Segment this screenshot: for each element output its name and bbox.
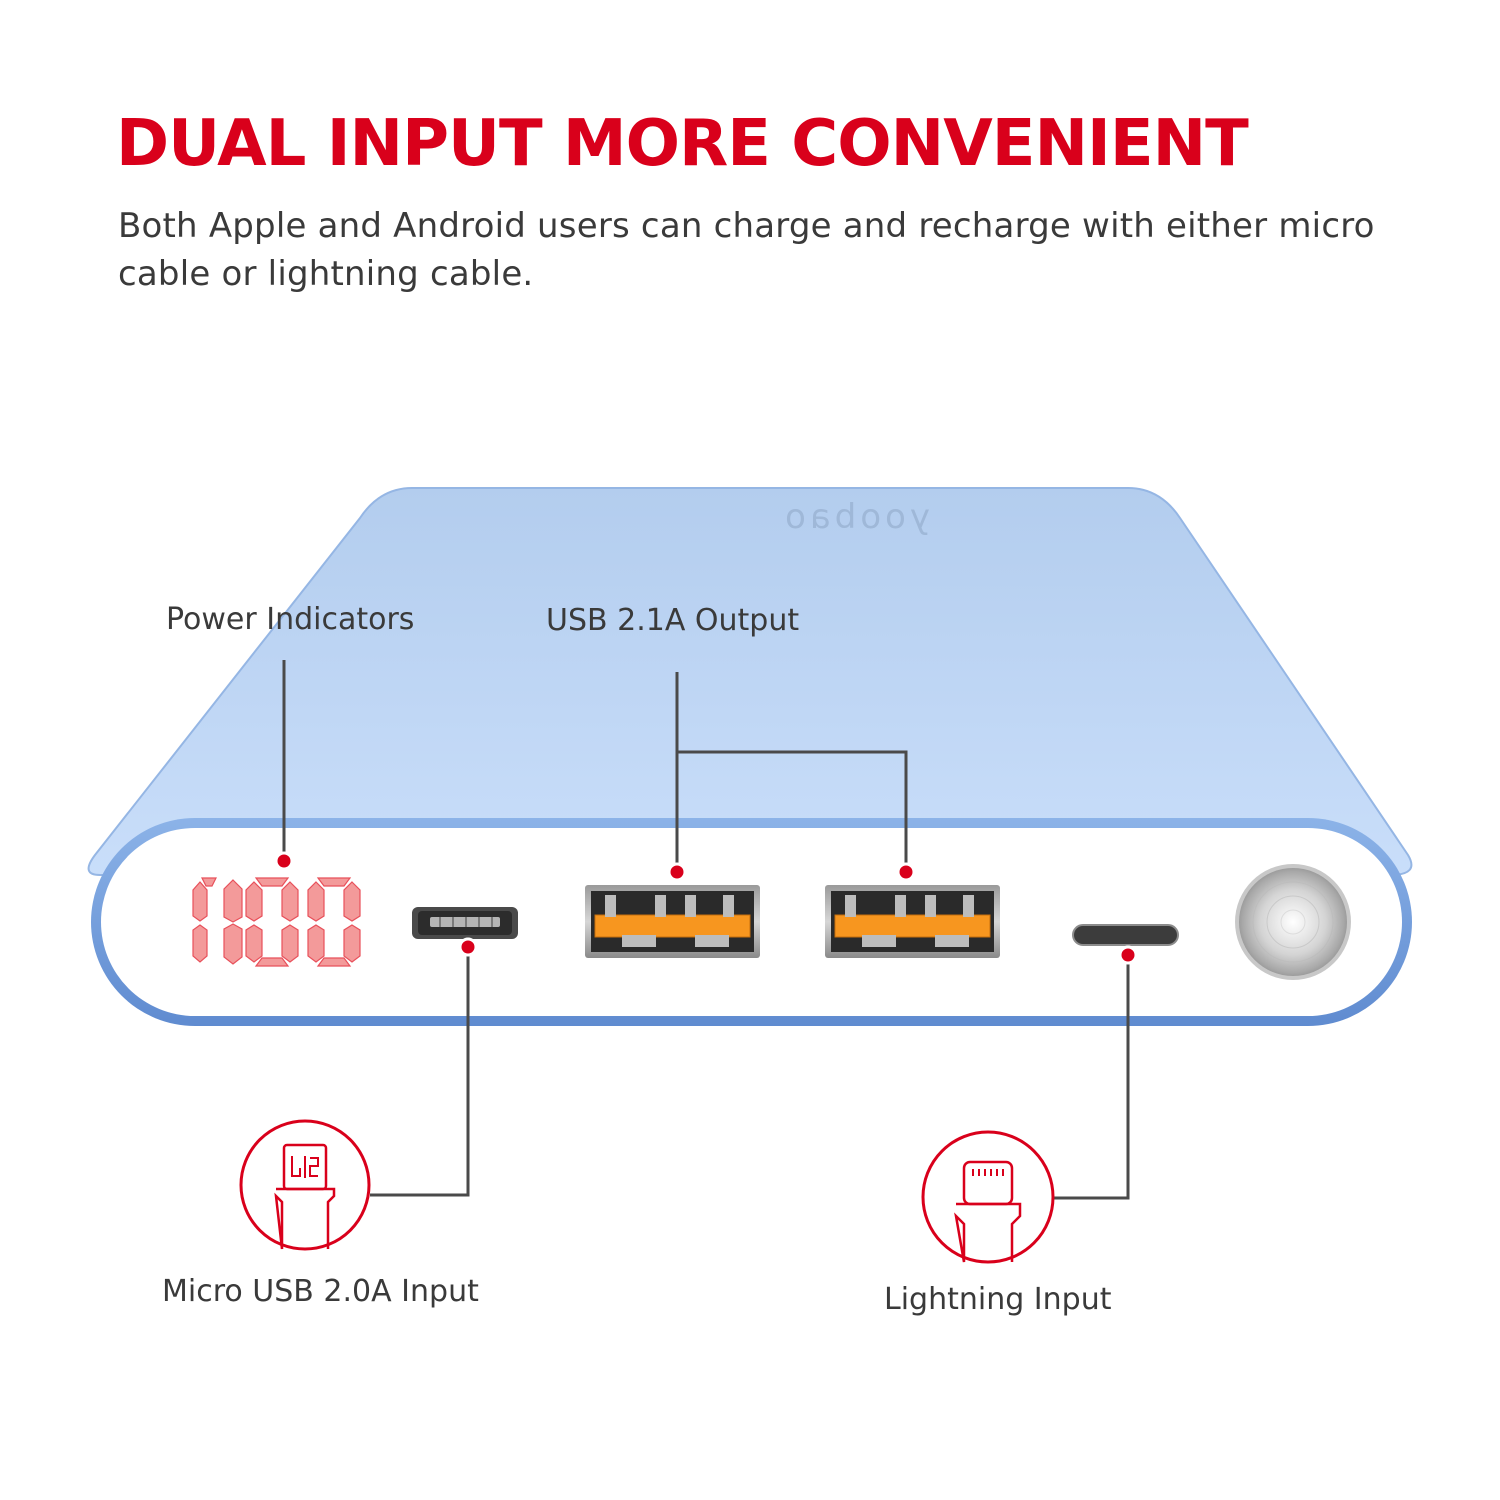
led-digit-3 xyxy=(307,877,361,967)
headline: DUAL INPUT MORE CONVENIENT xyxy=(116,107,1249,181)
callout-dots xyxy=(274,851,1138,965)
callout-power-indicators: Power Indicators xyxy=(166,602,415,637)
lightning-plug-icon xyxy=(921,1130,1055,1264)
subtitle: Both Apple and Android users can charge … xyxy=(118,206,1375,294)
callout-dot xyxy=(274,851,294,871)
callout-lightning-input: Lightning Input xyxy=(884,1282,1112,1317)
led-digit-2 xyxy=(245,877,299,967)
micro-usb-plug-icon xyxy=(239,1119,371,1251)
callout-dot xyxy=(667,862,687,882)
micro-usb-port xyxy=(412,907,518,939)
callout-dot xyxy=(896,862,916,882)
callout-micro-usb-input: Micro USB 2.0A Input xyxy=(162,1274,479,1309)
callout-dot xyxy=(458,937,478,957)
power-button[interactable] xyxy=(1235,864,1351,980)
device-top-surface xyxy=(87,487,1413,876)
brand-mark: yoobao xyxy=(781,497,930,537)
usb-output-port-1 xyxy=(585,885,760,958)
lightning-port xyxy=(1072,924,1179,946)
led-display xyxy=(192,877,361,967)
callout-lines xyxy=(282,660,1130,1200)
led-digit-0-left xyxy=(192,877,217,963)
callout-usb-output: USB 2.1A Output xyxy=(546,603,800,638)
led-digit-1 xyxy=(223,879,243,965)
usb-output-port-2 xyxy=(825,885,1000,958)
callout-dot xyxy=(1118,945,1138,965)
